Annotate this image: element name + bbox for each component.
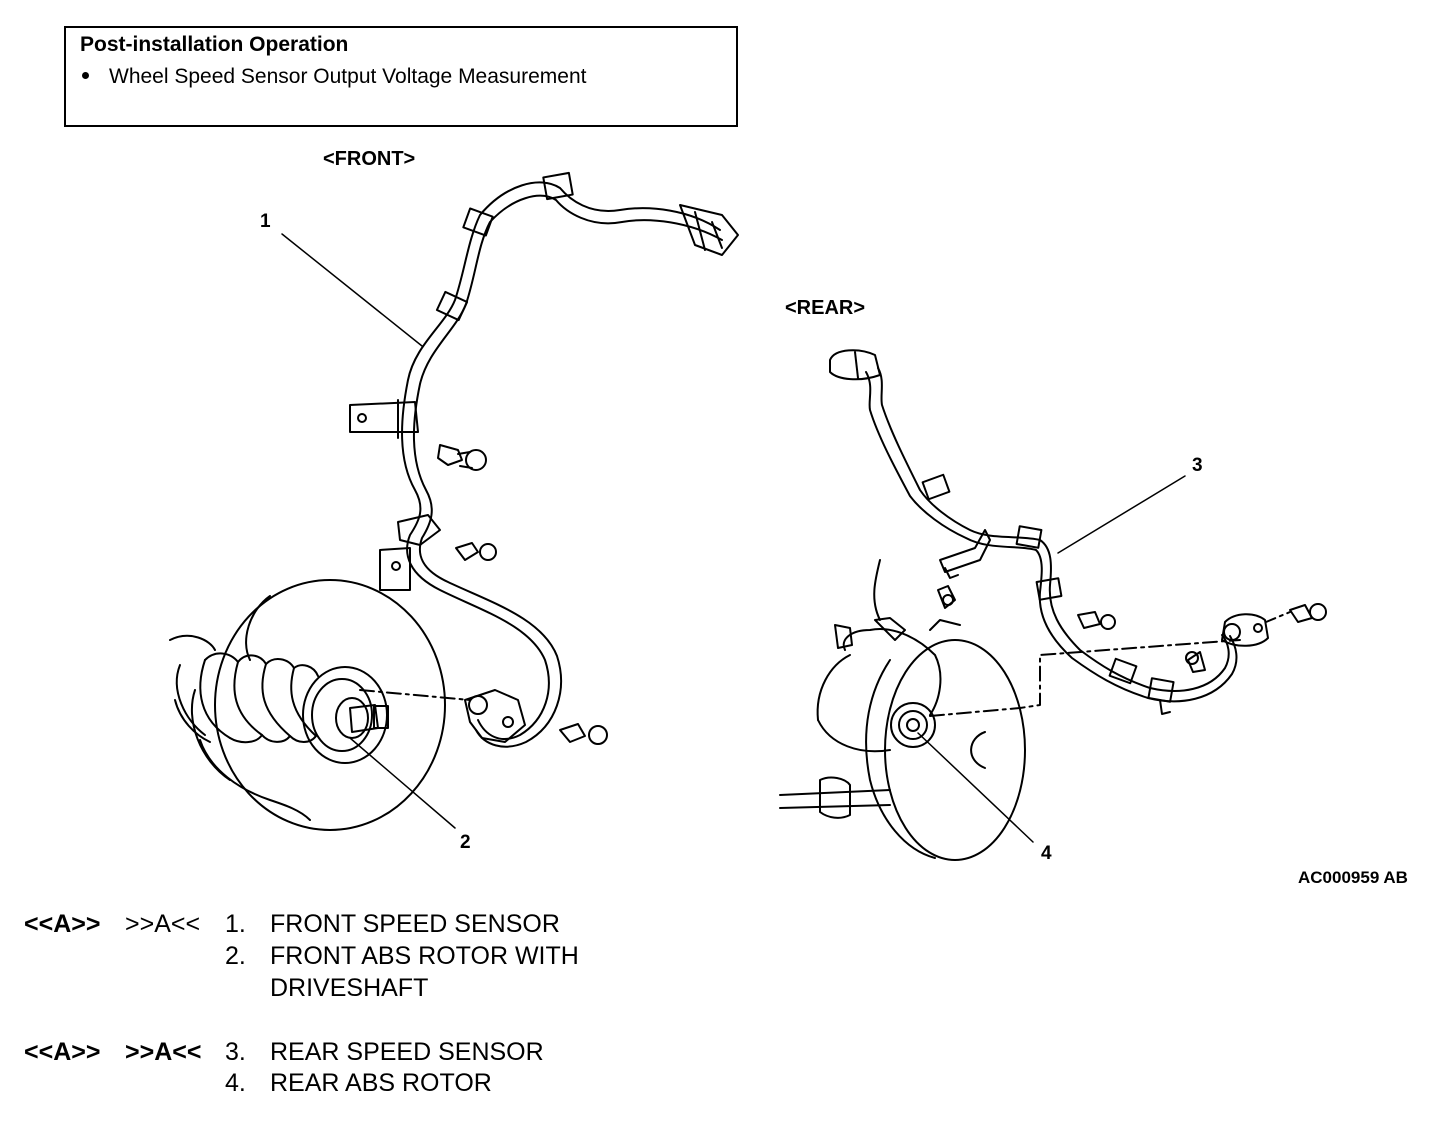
legend-label: FRONT SPEED SENSOR [270, 910, 560, 938]
box-item: Wheel Speed Sensor Output Voltage Measur… [82, 65, 586, 89]
front-abs-rotor-with-driveshaft [169, 579, 471, 831]
leader-1 [281, 233, 423, 347]
callout-4: 4 [1041, 843, 1052, 864]
leader-2 [349, 737, 456, 829]
leader-4 [917, 732, 1034, 843]
legend-number: 4. [225, 1069, 246, 1097]
legend-row: <<A>> >>A<< 1. FRONT SPEED SENSOR [24, 910, 724, 942]
rear-abs-rotor [779, 559, 1026, 861]
removal-mark: <<A>> [24, 1038, 101, 1066]
front-speed-sensor-harness [349, 171, 739, 748]
rear-view-label: <REAR> [785, 297, 866, 319]
callout-3: 3 [1192, 455, 1203, 476]
install-mark: >>A<< [125, 1038, 202, 1066]
removal-mark: <<A>> [24, 910, 101, 938]
post-installation-box: Post-installation Operation Wheel Speed … [64, 26, 738, 127]
callout-2: 2 [460, 832, 471, 853]
callout-1: 1 [260, 211, 271, 232]
legend-row: 2. FRONT ABS ROTOR WITH [24, 942, 724, 974]
legend-number: 1. [225, 910, 246, 938]
front-view-label: <FRONT> [323, 148, 416, 170]
install-mark: >>A<< [125, 910, 201, 938]
figure-code: AC000959 AB [1298, 868, 1408, 887]
legend-number: 2. [225, 942, 246, 970]
legend-row: 4. REAR ABS ROTOR [24, 1069, 724, 1101]
legend-label: REAR ABS ROTOR [270, 1069, 492, 1097]
leader-3 [1057, 475, 1186, 554]
legend-label: DRIVESHAFT [270, 974, 429, 1002]
legend-number: 3. [225, 1038, 246, 1066]
box-title: Post-installation Operation [80, 33, 349, 56]
bullet-icon [82, 71, 89, 79]
legend-row: <<A>> >>A<< 3. REAR SPEED SENSOR [24, 1038, 724, 1070]
legend-label: FRONT ABS ROTOR WITH [270, 942, 579, 970]
rear-speed-sensor-harness [829, 349, 1327, 717]
box-item-text: Wheel Speed Sensor Output Voltage Measur… [109, 65, 587, 88]
legend-row: DRIVESHAFT [24, 974, 724, 1006]
callout-leaders [281, 233, 1186, 843]
legend-label: REAR SPEED SENSOR [270, 1038, 544, 1066]
